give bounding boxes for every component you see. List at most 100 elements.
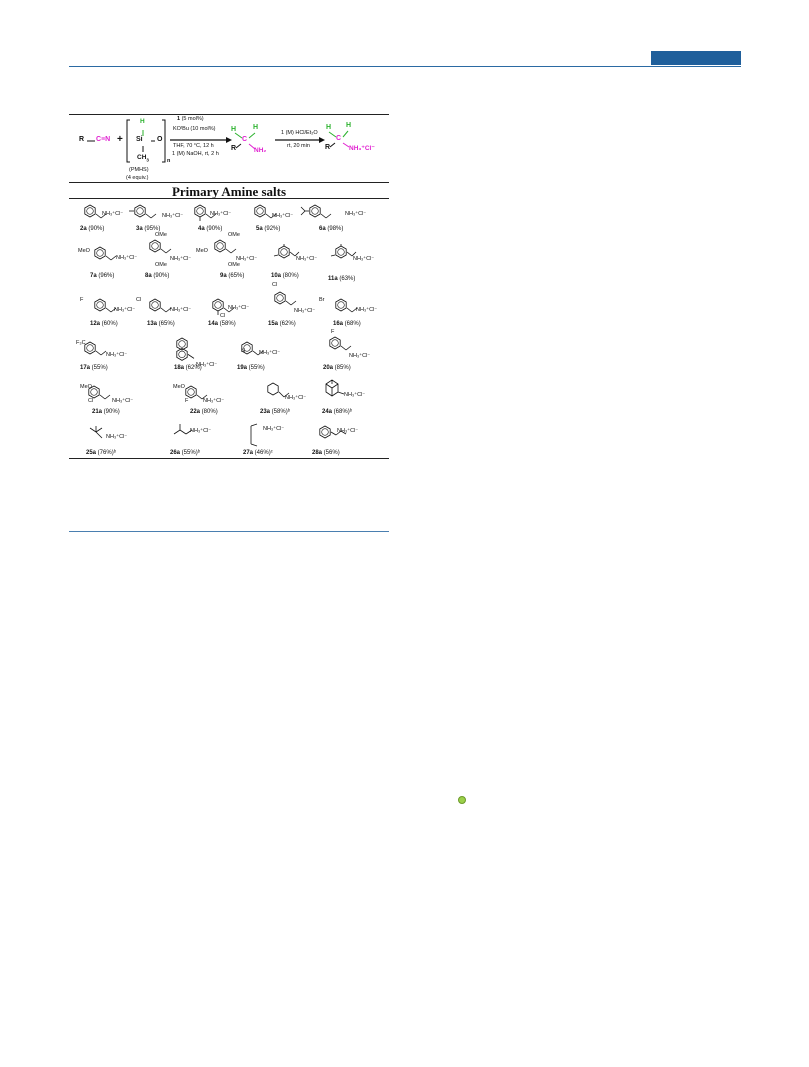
amine-salt-14a: NH₃⁺Cl⁻ (228, 305, 250, 311)
bond (110, 255, 117, 261)
aromatic-circle (256, 207, 264, 215)
compound-label: 3a (95%) (136, 226, 160, 232)
benzene-ring (329, 336, 341, 350)
amine-salt-18a: NH₃⁺Cl⁻ (196, 362, 218, 368)
amine-salt-9a: NH₃⁺Cl⁻ (236, 256, 258, 262)
compound-yield: (58%)ᵇ (270, 409, 290, 415)
compound-yield: (55%)ᵇ (180, 450, 200, 456)
compound-yield: (46%)ᶜ (253, 450, 273, 456)
bond (104, 394, 111, 400)
compound-label: 18a (62%) (174, 365, 202, 371)
benzene-ring (84, 341, 96, 355)
amine-salt-15a: NH₃⁺Cl⁻ (294, 308, 316, 314)
compound-yield: (56%) (322, 450, 340, 456)
aromatic-circle (151, 242, 159, 250)
bond (89, 427, 97, 433)
bond (223, 307, 230, 313)
compound-label: 14a (58%) (208, 321, 236, 327)
compound-id: 4a (198, 226, 205, 232)
benzene-ring (278, 245, 290, 259)
amine-salt-12a: NH₃⁺Cl⁻ (114, 307, 136, 313)
substituent-f: F (185, 398, 189, 404)
aromatic-circle (178, 350, 186, 358)
bond (160, 248, 167, 254)
benzene-ring (254, 204, 266, 218)
bond (265, 213, 272, 219)
bond (290, 300, 297, 306)
compound-yield: (92%) (262, 226, 281, 232)
compound-yield: (90%) (102, 409, 120, 415)
substituent-cl: Cl (220, 313, 226, 319)
bond (335, 430, 342, 436)
benzene-ring (176, 337, 188, 351)
condition-temp: THF, 70 °C, 12 h (173, 143, 214, 149)
substituent-br: Br (319, 297, 325, 303)
compound-yield: (60%) (100, 321, 118, 327)
bond (270, 213, 277, 219)
structure-18a (176, 337, 195, 361)
compound-id: 28a (312, 450, 323, 456)
benzene-ring (309, 204, 321, 218)
compound-id: 8a (145, 273, 152, 279)
bond (330, 254, 336, 257)
benzene-ring (335, 245, 347, 259)
substituent-n: N (241, 348, 245, 354)
amine-salt-8a: NH₃⁺Cl⁻ (170, 256, 192, 262)
aromatic-circle (214, 301, 222, 309)
compound-yield: (68%) (343, 321, 361, 327)
structure-6a (300, 204, 332, 219)
compound-id: 14a (208, 321, 219, 327)
reaction-arrow-2 (275, 137, 325, 143)
salt-h2: H (346, 122, 352, 129)
pmhs-si: Si (136, 136, 143, 143)
compound-yield: (63%) (337, 276, 356, 282)
compound-label: 25a (76%)ᵇ (86, 450, 116, 456)
benzene-ring (214, 239, 226, 253)
amine-salt-7a: NH₃⁺Cl⁻ (116, 255, 138, 261)
aromatic-circle (90, 388, 98, 396)
amine-salt-23a: NH₃⁺Cl⁻ (285, 395, 307, 401)
substituent-cl: Cl (88, 398, 94, 404)
compound-label: 6a (98%) (319, 226, 343, 232)
structure-27a (250, 423, 258, 447)
bond (228, 307, 235, 313)
bond (351, 307, 358, 313)
compound-id: 2a (80, 226, 87, 232)
substituent-meo: MeO (80, 384, 92, 390)
compound-id: 24a (322, 409, 333, 415)
benzene-ring (194, 204, 206, 218)
compound-id: 10a (271, 273, 282, 279)
salt-nh3cl: NH₃⁺Cl⁻ (349, 145, 375, 152)
benzene-ring (212, 298, 224, 312)
bond (250, 423, 258, 427)
compound-label: 5a (92%) (256, 226, 280, 232)
bond (289, 251, 296, 257)
structure-14a (212, 298, 235, 315)
compound-yield: (55%) (247, 365, 265, 371)
compound-label: 26a (55%)ᵇ (170, 450, 200, 456)
benzene-ring (185, 385, 197, 399)
bond (110, 307, 117, 313)
compound-label: 8a (90%) (145, 273, 169, 279)
bond (300, 206, 306, 212)
structure-19a (241, 341, 264, 356)
amine-nh2: NH₂ (254, 147, 267, 154)
substituent-ome: OMe (155, 232, 167, 238)
bond (340, 345, 347, 351)
bond (205, 213, 212, 219)
nitrile-group: C≡N (96, 136, 111, 143)
amine-salt-19a: NH₃⁺Cl⁻ (259, 350, 281, 356)
aromatic-circle (337, 301, 345, 309)
structure-16a (335, 298, 358, 313)
amine-salt-16a: NH₃⁺Cl⁻ (356, 307, 378, 313)
compound-yield: (95%) (142, 226, 161, 232)
compound-label: 17a (55%) (80, 365, 108, 371)
nitrile-r: R (79, 136, 85, 143)
bond (173, 429, 181, 435)
bond (351, 251, 357, 257)
aromatic-circle (337, 248, 345, 256)
structure-3a (129, 204, 157, 219)
bond (145, 213, 152, 219)
bond (225, 248, 232, 254)
bond (325, 383, 333, 389)
